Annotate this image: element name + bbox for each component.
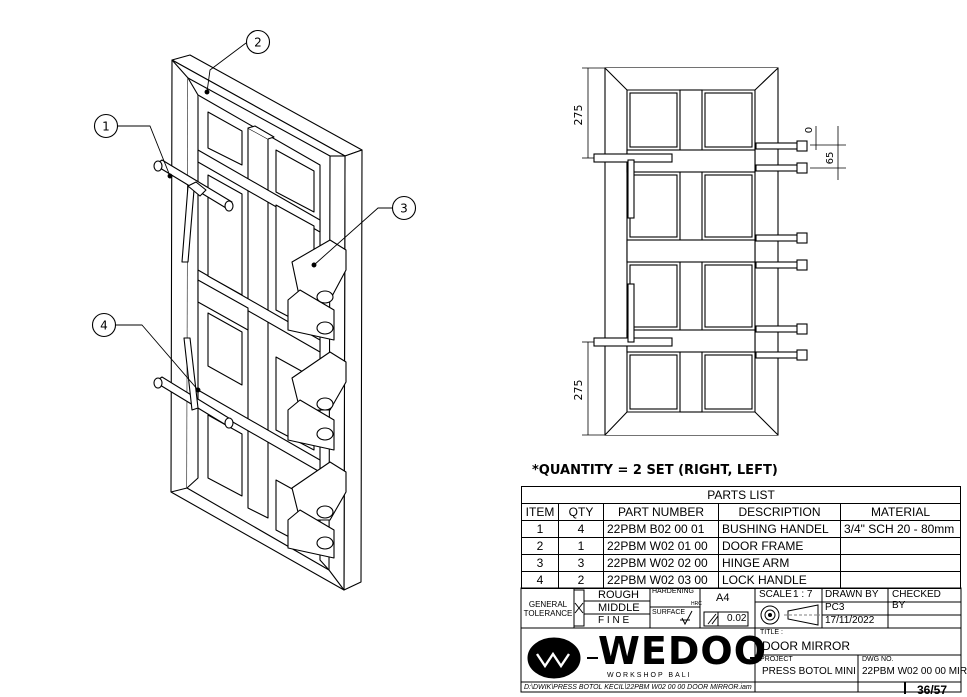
balloon-3-label: 3: [400, 202, 408, 216]
balloon-3: 3: [391, 195, 417, 221]
dwg-no-value: 22PBM W02 00 00 MIR: [862, 666, 967, 677]
balloon-1-label: 1: [102, 120, 110, 134]
dim-bottom-label: 275: [572, 380, 585, 401]
dimension-lines: [582, 67, 846, 436]
table-row: 3 3 22PBM W02 02 00 HINGE ARM: [521, 554, 961, 572]
balloon-leaders: [116, 42, 392, 393]
company-logo-text: WEDOO: [598, 629, 768, 673]
balloon-4: 4: [91, 312, 117, 338]
front-view-handles: [593, 153, 673, 347]
title-label: TITLE :: [760, 629, 783, 636]
parts-list-table: PARTS LIST ITEM QTY PART NUMBER DESCRIPT…: [521, 486, 961, 589]
cell-part-number: 22PBM W02 01 00: [603, 537, 719, 555]
balloon-4-label: 4: [100, 319, 108, 333]
tolerance-rough: ROUGH: [598, 589, 639, 601]
tolerance-middle: MIDDLE: [598, 602, 640, 614]
file-path: D:\DWIK\PRESS BOTOL KECIL\22PBM W02 00 0…: [524, 684, 752, 691]
tolerance-fine: F I N E: [598, 615, 630, 626]
drawn-by-label: DRAWN BY: [825, 589, 879, 600]
quantity-note: *QUANTITY = 2 SET (RIGHT, LEFT): [532, 463, 778, 478]
sheet-number: 36/57: [917, 683, 948, 697]
hinge-arms-iso: [287, 239, 347, 559]
dwg-no-label: DWG NO.: [862, 656, 894, 663]
isometric-view: 1 2 3 4: [91, 29, 417, 591]
checked-by-label: CHECKED BY: [892, 589, 941, 611]
drawn-by-value: PC3: [825, 602, 845, 613]
table-row: 1 4 22PBM B02 00 01 BUSHING HANDEL 3/4" …: [521, 520, 961, 538]
front-view: 275 275 0 65: [572, 67, 846, 436]
general-tolerance-label: GENERAL TOLERANCE: [523, 600, 573, 618]
dim-zero-label: 0: [804, 127, 815, 133]
company-logo-subtitle: WORKSHOP BALI: [607, 672, 692, 679]
hrc-label: HRC: [691, 601, 702, 607]
table-row: 2 1 22PBM W02 01 00 DOOR FRAME: [521, 537, 961, 555]
front-view-hinges: [755, 140, 808, 361]
drawing-title: DOOR MIRROR: [762, 639, 850, 653]
balloon-2: 2: [245, 29, 271, 55]
drawn-date: 17/11/2022: [825, 615, 875, 626]
dim-spacing-label: 65: [825, 152, 836, 165]
scale-value: 1 : 7: [793, 589, 813, 600]
dim-top-label: 275: [572, 105, 585, 126]
surface-label: SURFACE: [652, 609, 686, 616]
flatness-value: 0.02: [727, 613, 747, 624]
hardening-label: HARDENING: [652, 588, 695, 595]
paper-size: A4: [716, 592, 730, 604]
balloon-1: 1: [93, 113, 119, 139]
project-label: PROJECT: [760, 656, 793, 663]
balloon-2-label: 2: [254, 36, 262, 50]
project-value: PRESS BOTOL MINI: [762, 666, 856, 677]
front-view-frame: [604, 67, 779, 436]
scale-label: SCALE: [759, 589, 792, 600]
lock-handles-iso: [153, 159, 234, 429]
